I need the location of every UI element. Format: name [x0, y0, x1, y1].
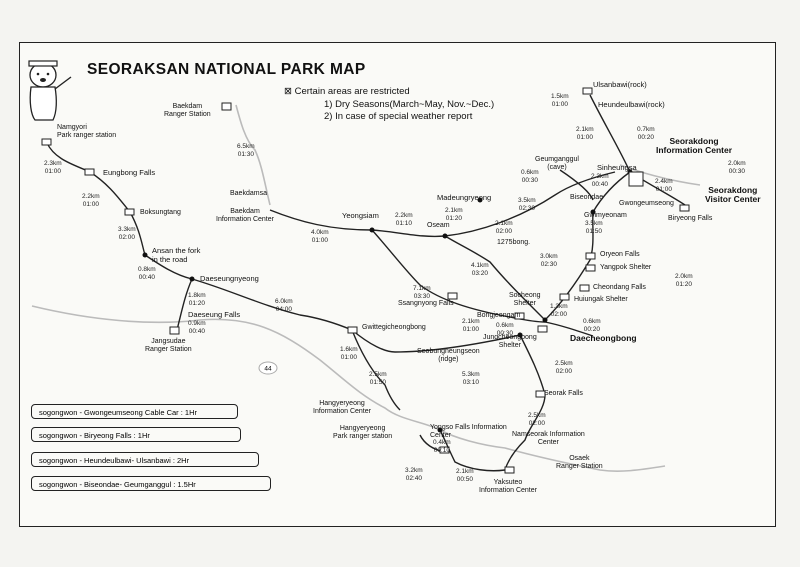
- distance-label: 1.6km 01:00: [340, 346, 358, 361]
- road-line: [31, 305, 666, 472]
- distance-label: 2.1km 00:50: [456, 468, 474, 483]
- distance-label: 2.0km 01:20: [675, 273, 693, 288]
- place-label: Seorak Falls: [544, 390, 583, 397]
- distance-label: 2.1km 01:00: [576, 126, 594, 141]
- place-label: Yangpok Shelter: [600, 264, 652, 271]
- place-label: Gwittegicheongbong: [362, 324, 426, 331]
- notice-line-1: 1) Dry Seasons(March~May, Nov.~Dec.): [324, 98, 495, 110]
- place-label: Namseorak Information Center: [512, 431, 585, 446]
- place-label: Jangsudae Ranger Station: [145, 338, 192, 353]
- distance-label: 1.3km 02:00: [550, 303, 568, 318]
- place-label: Biryeong Falls: [668, 215, 713, 222]
- distance-label: 0.6km 00:30: [496, 322, 514, 337]
- place-label: Madeungryeong: [437, 193, 492, 202]
- place-label: Seorakdong Information Center: [656, 136, 733, 155]
- distance-label: 0.6km 00:20: [583, 318, 601, 333]
- place-label: Sinheungsa: [597, 163, 637, 172]
- distance-label: 6.5km 01:30: [237, 143, 255, 158]
- place-label: Baekdamsa: [230, 190, 267, 197]
- place-label: Seobungneungseon (ridge): [417, 348, 480, 363]
- place-label: Yongso Falls Information Center: [430, 424, 507, 439]
- distance-label: 2.1km 01:20: [445, 207, 463, 222]
- place-label: Biseondae: [570, 194, 604, 201]
- place-label: Eungbong Falls: [103, 168, 156, 177]
- trail-lines: [46, 94, 686, 472]
- mascot-bear-icon: [28, 60, 72, 121]
- distance-label: 3.3km 02:00: [118, 226, 136, 241]
- facility-markers: [41, 87, 690, 474]
- place-label: Baekdam Ranger Station: [164, 103, 211, 118]
- distance-label: 3.2km 02:40: [405, 467, 423, 482]
- distance-label: 2.1km 02:00: [495, 220, 513, 235]
- place-label: Osaek Ranger Station: [556, 455, 603, 470]
- distance-label: 2.0km 00:30: [728, 160, 746, 175]
- distance-label: 2.2km 01:10: [395, 212, 413, 227]
- place-label: Boksungtang: [140, 209, 181, 216]
- place-label: Geumganggul (cave): [535, 156, 579, 171]
- legend-item: sogongwon - Biryeong Falls : 1Hr: [31, 427, 241, 442]
- distance-label: 4.1km 03:20: [471, 262, 489, 277]
- place-label: Namgyori Park ranger station: [57, 124, 117, 139]
- distance-label: 0.8km 00:40: [138, 266, 156, 281]
- distance-label: 2.4km 01:00: [655, 178, 673, 193]
- place-label: Ulsanbawi(rock): [593, 80, 647, 89]
- road-number: 44: [264, 366, 272, 373]
- place-label: Cheondang Falls: [593, 284, 646, 291]
- place-label: Hangyeryeong Information Center: [313, 400, 371, 415]
- place-label: Daeseung Falls: [188, 310, 241, 319]
- place-label: 1275bong.: [497, 239, 531, 246]
- restriction-icon: ⊠: [284, 86, 295, 97]
- road-number-marker: [258, 361, 278, 375]
- place-label: Huiungak Shelter: [574, 296, 628, 303]
- place-label: Heundeulbawi(rock): [598, 100, 665, 109]
- road-line: [619, 164, 701, 186]
- map-title: SEORAKSAN NATIONAL PARK MAP: [87, 61, 366, 78]
- distance-label: 4.0km 01:00: [311, 229, 329, 244]
- place-label: Ssangnyong Falls: [398, 300, 454, 307]
- legend-item: sogongwon - Biseondae- Geumganggul : 1.5…: [31, 476, 271, 491]
- distance-label: 0.7km 00:20: [637, 126, 655, 141]
- legend-item: sogongwon - Heundeulbawi- Ulsanbawi : 2H…: [31, 452, 259, 467]
- place-label: Baekdam Information Center: [216, 208, 274, 223]
- road-line: [235, 104, 271, 206]
- place-label: Ansan the fork in the road: [152, 246, 201, 264]
- place-label: Yeongsiam: [342, 211, 379, 220]
- distance-label: 3.0km 02:30: [540, 253, 558, 268]
- distance-label: 2.2km 01:00: [82, 193, 100, 208]
- distance-label: 2.5km 02:00: [528, 412, 546, 427]
- place-label: Gwongeumseong: [619, 200, 674, 207]
- place-label: Seorakdong Visitor Center: [705, 185, 761, 204]
- distance-label: 3.5km 01:50: [585, 220, 603, 235]
- restriction-notice: ⊠ Certain areas are restricted 1) Dry Se…: [284, 86, 494, 124]
- place-label: Yaksuteo Information Center: [479, 479, 537, 494]
- distance-label: 5.3km 03:10: [462, 371, 480, 386]
- place-label: Oryeon Falls: [600, 251, 640, 258]
- place-label: Bongjeongam: [477, 312, 521, 319]
- distance-label: 2.3km 00:40: [591, 173, 609, 188]
- map-frame: [19, 42, 776, 527]
- place-label: Daecheongbong: [570, 333, 637, 343]
- distance-label: 2.5km 02:00: [555, 360, 573, 375]
- place-label: Daeseungnyeong: [200, 274, 259, 283]
- place-label: Oseam: [427, 222, 450, 229]
- distance-label: 2.3km 01:00: [44, 160, 62, 175]
- distance-label: 1.8km 01:20: [188, 292, 206, 307]
- legend-item: sogongwon - Gwongeumseong Cable Car : 1H…: [31, 404, 238, 419]
- distance-label: 2.5km 01:50: [369, 371, 387, 386]
- distance-label: 6.0km 04:00: [275, 298, 293, 313]
- notice-header: ⊠ Certain areas are restricted: [284, 86, 410, 97]
- place-label: Jungcheongbong Shelter: [483, 334, 537, 349]
- place-label: Hangyeryeong Park ranger station: [333, 425, 393, 440]
- distance-label: 0.6km 00:30: [521, 169, 539, 184]
- distance-label: 0.4km 00:10: [433, 439, 451, 454]
- distance-label: 0.9km 00:40: [188, 320, 206, 335]
- place-label: Socheong Shelter: [509, 292, 541, 307]
- notice-line-2: 2) In case of special weather report: [324, 111, 473, 122]
- distance-label: 2.1km 01:00: [462, 318, 480, 333]
- distance-label: 1.5km 01:00: [551, 93, 569, 108]
- distance-label: 3.5km 02:30: [518, 197, 536, 212]
- distance-label: 7.1km 03:30: [413, 285, 431, 300]
- place-label: Gwimyeonam: [584, 212, 627, 219]
